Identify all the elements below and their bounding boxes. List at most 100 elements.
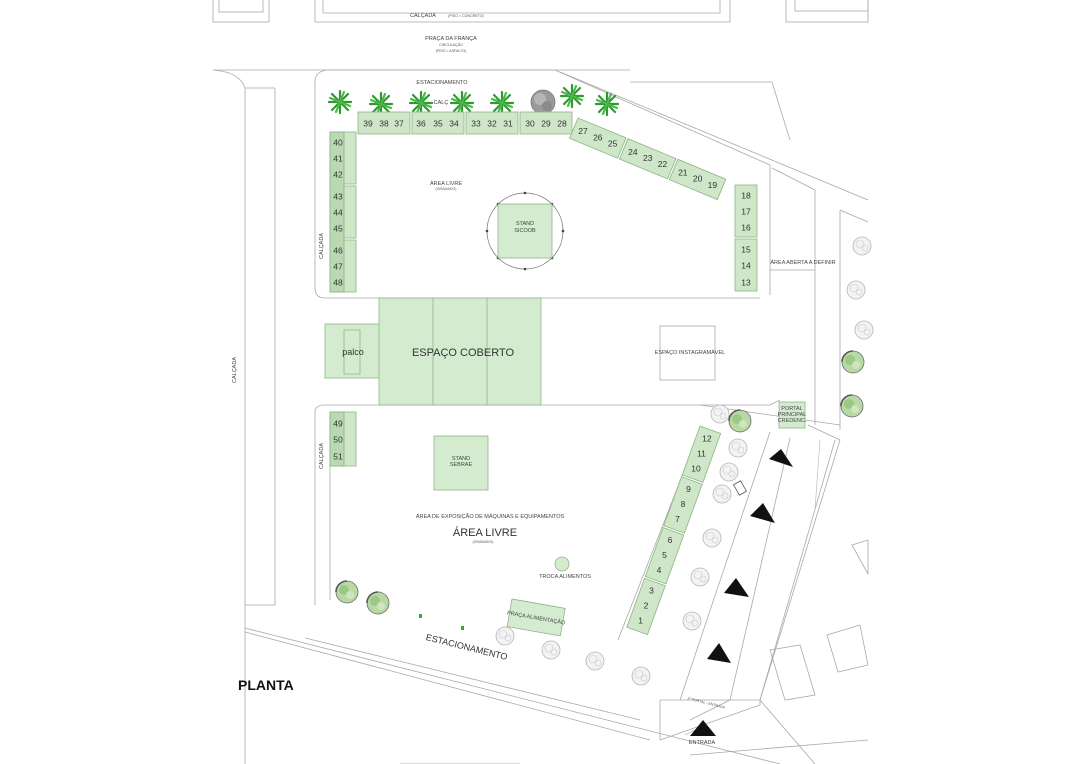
stall-number: 22 (658, 159, 668, 169)
tree-icon (854, 320, 874, 340)
tree-icon (852, 236, 872, 256)
stall-number: 50 (333, 434, 343, 444)
tree-icon (585, 651, 605, 671)
stall-number: 19 (708, 180, 718, 190)
calcada-left-label: CALÇADA (319, 233, 325, 259)
tree-icon (631, 666, 651, 686)
entry-arrow-icon (690, 720, 716, 736)
stall-number: 18 (741, 190, 751, 200)
portal-label-3: CREDENC. (778, 418, 807, 424)
entry-arrow-icon (750, 503, 775, 523)
tree-icon (712, 484, 732, 504)
stall-number: 45 (333, 223, 343, 233)
stall-number: 35 (433, 118, 443, 128)
stall-number: 31 (503, 118, 513, 128)
espaco-instagramavel-label: ESPAÇO INSTAGRAMÁVEL (655, 349, 725, 356)
stall-block (411, 111, 465, 135)
tree-icon (840, 394, 864, 418)
entry-arrows (690, 449, 793, 736)
stall-number: 6 (668, 535, 673, 545)
palm-tree-icon (489, 90, 515, 116)
stall-number: 7 (675, 514, 680, 524)
stalls-lower-left: 49 50 51 (329, 411, 357, 467)
stall-number: 12 (702, 433, 712, 443)
stall-number: 37 (394, 118, 404, 128)
stall-block (618, 138, 677, 180)
stall-number: 26 (593, 132, 603, 142)
portal-entrada-label: 2º PORTAL - ENTRADA (687, 696, 726, 709)
stall-number: 5 (662, 550, 667, 560)
stall-number: 34 (449, 118, 459, 128)
area-aberta-label: ÁREA ABERTA A DEFINIR (770, 259, 835, 266)
entry-arrow-icon (724, 578, 749, 597)
portal-principal: PORTAL PRINCIPAL CREDENC. (778, 401, 807, 429)
stall-number: 28 (557, 118, 567, 128)
gray-tree-icon (530, 89, 556, 115)
stall-strip (329, 411, 345, 467)
stall-number: 39 (363, 118, 373, 128)
stall-block (663, 476, 703, 534)
calcada-inner-label: CALÇ (434, 100, 449, 106)
stall-number: 24 (628, 147, 638, 157)
portal-label-2: PRINCIPAL (778, 412, 807, 418)
palco: palco (324, 323, 382, 379)
stand-sebrae-label-2: SEBRAE (450, 462, 473, 468)
troca-alimentos: TROCA ALIMENTOS (539, 556, 591, 580)
palm-trees (327, 83, 620, 117)
tree-icon (335, 580, 359, 604)
stall-number: 44 (333, 207, 343, 217)
stall-number: 27 (578, 126, 588, 136)
stall-number: 41 (333, 153, 343, 163)
praca-sub2: (PISO = ASFALTO) (436, 49, 467, 53)
stalls-right-column: 18 17 16 15 14 13 (734, 184, 758, 292)
stall-block (626, 577, 666, 636)
calcada-lower-left-label: CALÇADA (319, 443, 325, 469)
palm-tree-icon (449, 90, 475, 116)
stall-number: 49 (333, 418, 343, 428)
stall-number: 33 (471, 118, 481, 128)
stall-block (357, 111, 411, 135)
stall-number: 17 (741, 206, 751, 216)
area-livre-main-sub: (GRAMADO) (473, 540, 494, 544)
calcada-far-left-label: CALÇADA (232, 357, 238, 383)
praca-sub1: CIRCULAÇÃO (439, 42, 463, 47)
stall-block (734, 184, 758, 238)
tree-icon (846, 280, 866, 300)
stall-block (569, 117, 627, 159)
stall-number: 16 (741, 222, 751, 232)
planta-title: PLANTA (238, 677, 294, 693)
stall-block (668, 158, 727, 201)
area-livre-main-label: ÁREA LIVRE (453, 526, 517, 539)
stand-sebrae-label: STAND (452, 456, 470, 462)
calcada-top-label: CALÇADA (410, 13, 436, 19)
stall-number: 14 (741, 260, 751, 270)
stall-number: 32 (487, 118, 497, 128)
area-livre-top-label: ÁREA LIVRE (430, 180, 462, 187)
stall-number: 43 (333, 191, 343, 201)
tree-icon (690, 567, 710, 587)
tree-icon (702, 528, 722, 548)
stall-number: 2 (644, 601, 649, 611)
espaco-instagramavel: ESPAÇO INSTAGRAMÁVEL (655, 325, 725, 381)
stall-number: 20 (693, 174, 703, 184)
stand-sebrae: STAND SEBRAE (433, 435, 489, 491)
stall-number: 42 (333, 169, 343, 179)
stall-block (465, 111, 519, 135)
stall-number: 25 (608, 138, 618, 148)
area-livre-top-sub: (GRAMADO) (436, 187, 457, 191)
stall-number: 30 (525, 118, 535, 128)
stall-block (734, 238, 758, 292)
stall-number: 48 (333, 277, 343, 287)
tree-icon (719, 462, 739, 482)
portal-label-1: PORTAL (781, 406, 803, 412)
praca-franca-label: PRAÇA DA FRANÇA (425, 36, 477, 42)
tree-icon (366, 591, 390, 615)
tree-icon (728, 438, 748, 458)
stall-number: 23 (643, 153, 653, 163)
calcada-top-sub: (PISO = CONCRETO) (448, 14, 484, 18)
area-exposicao-label: ÁREA DE EXPOSIÇÃO DE MÁQUINAS E EQUIPAME… (416, 513, 565, 520)
stalls-top-diagonal: 27 26 25 24 23 22 21 20 19 (569, 117, 727, 201)
estacionamento-top-label: ESTACIONAMENTO (416, 80, 468, 86)
stall-number: 4 (657, 565, 662, 575)
praca-alimentacao: PRAÇA ALIMENTAÇÃO (506, 598, 566, 637)
